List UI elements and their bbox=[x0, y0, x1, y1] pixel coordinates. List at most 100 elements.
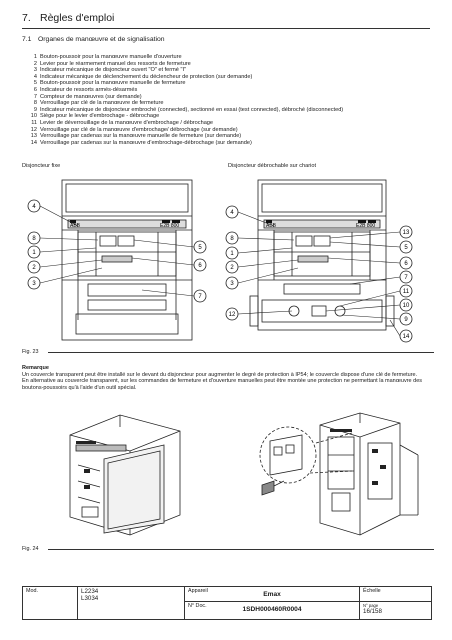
callout-3 bbox=[27, 276, 41, 290]
svg-text:4: 4 bbox=[230, 210, 234, 216]
svg-text:6: 6 bbox=[198, 263, 202, 269]
section-number: 7. bbox=[22, 12, 31, 24]
page-label: N° page bbox=[363, 603, 379, 609]
callout-5 bbox=[399, 240, 413, 254]
svg-text:5: 5 bbox=[404, 245, 408, 251]
svg-text:9: 9 bbox=[404, 317, 408, 323]
callout-4 bbox=[27, 199, 41, 213]
page-value: 16/158 bbox=[363, 608, 382, 616]
svg-text:10: 10 bbox=[403, 303, 410, 309]
mod-label-cell: Mod. bbox=[22, 586, 78, 620]
svg-text:1: 1 bbox=[32, 250, 36, 256]
remark-heading: Remarque bbox=[22, 365, 49, 371]
transparent-cover-drawing bbox=[69, 414, 181, 536]
callout-3 bbox=[225, 276, 239, 290]
callout-10 bbox=[399, 298, 413, 312]
svg-text:7: 7 bbox=[404, 275, 408, 281]
ndoc-label: N° Doc. bbox=[188, 603, 207, 610]
section-title: Règles d'emploi bbox=[40, 12, 115, 24]
callout-6 bbox=[193, 258, 207, 272]
mod-values-cell: L2234 L3034 bbox=[77, 586, 185, 620]
panel-model-label: E2B 800 bbox=[356, 223, 375, 229]
title-block-table: Mod. L2234 L3034 Appareil Emax Échelle N… bbox=[22, 585, 432, 620]
appareil-cell: Appareil Emax bbox=[184, 585, 360, 603]
callout-2 bbox=[225, 260, 239, 274]
section-heading: 7. Règles d'emploi bbox=[22, 12, 114, 24]
echelle-cell: Échelle bbox=[359, 585, 432, 603]
title-rule bbox=[22, 28, 430, 29]
svg-text:6: 6 bbox=[404, 261, 408, 267]
panel-brand-label: ABB bbox=[70, 223, 81, 229]
page-cell: N° page 16/158 bbox=[359, 601, 432, 620]
svg-text:2: 2 bbox=[230, 265, 234, 271]
subsection-heading: 7.1 Organes de manœuvre et de signalisati… bbox=[22, 36, 165, 43]
svg-text:8: 8 bbox=[230, 236, 234, 242]
panel-brand-label: ABB bbox=[266, 223, 277, 229]
svg-text:1: 1 bbox=[230, 251, 234, 257]
subsection-title: Organes de manœuvre et de signalisation bbox=[38, 36, 165, 43]
callout-12 bbox=[225, 307, 239, 321]
fig24-rule bbox=[48, 549, 434, 550]
fig23-label: Fig. 23 bbox=[22, 349, 39, 355]
callout-1 bbox=[225, 246, 239, 260]
callout-9 bbox=[399, 312, 413, 326]
withdrawable-breaker-caption: Disjoncteur débrochable sur chariot bbox=[228, 163, 316, 169]
svg-text:3: 3 bbox=[32, 281, 36, 287]
callout-6 bbox=[399, 256, 413, 270]
svg-text:13: 13 bbox=[403, 230, 410, 236]
svg-text:8: 8 bbox=[32, 236, 36, 242]
withdrawable-breaker-drawing: ABB E2B 800 4 8 1 2 bbox=[225, 179, 413, 343]
subsection-number: 7.1 bbox=[22, 36, 32, 43]
mod-value-2: L3034 bbox=[81, 595, 99, 602]
appareil-label: Appareil bbox=[188, 588, 208, 594]
protection-tool-drawing bbox=[259, 412, 419, 536]
svg-text:11: 11 bbox=[403, 289, 410, 295]
callout-4 bbox=[225, 205, 239, 219]
mod-value-1: L2234 bbox=[81, 588, 99, 595]
callout-11 bbox=[399, 284, 413, 298]
svg-text:7: 7 bbox=[198, 294, 202, 300]
svg-text:2: 2 bbox=[32, 265, 36, 271]
panel-model-label: E2B 800 bbox=[160, 223, 179, 229]
svg-text:3: 3 bbox=[230, 281, 234, 287]
title-block: Mod. L2234 L3034 Appareil Emax Échelle N… bbox=[22, 585, 432, 620]
remark-paragraph-1: Un couvercle transparent peut être insta… bbox=[22, 371, 418, 378]
callout-7 bbox=[399, 270, 413, 284]
svg-text:5: 5 bbox=[198, 245, 202, 251]
ndoc-cell: N° Doc. 1SDH000460R0004 bbox=[184, 601, 360, 620]
fig23-rule bbox=[48, 352, 434, 353]
callout-8 bbox=[27, 231, 41, 245]
callout-13 bbox=[399, 225, 413, 239]
callout-5 bbox=[193, 240, 207, 254]
svg-text:14: 14 bbox=[403, 334, 410, 340]
ndoc-value: 1SDH000460R0004 bbox=[242, 606, 302, 614]
callout-1 bbox=[27, 245, 41, 259]
fig24-label: Fig. 24 bbox=[22, 546, 39, 552]
svg-text:12: 12 bbox=[229, 312, 236, 318]
callout-8 bbox=[225, 231, 239, 245]
fixed-breaker-caption: Disjoncteur fixe bbox=[22, 163, 61, 169]
fixed-breaker-drawing: ABB E2B 800 4 8 1 2 3 5 6 7 bbox=[27, 179, 207, 341]
remark-paragraph-2: En alternative au couvercle transparent,… bbox=[22, 378, 423, 391]
callout-2 bbox=[27, 260, 41, 274]
callout-14 bbox=[399, 329, 413, 343]
remark-block: Remarque Un couvercle transparent peut ê… bbox=[22, 365, 434, 391]
appareil-value: Emax bbox=[263, 591, 281, 598]
callout-7 bbox=[193, 289, 207, 303]
svg-text:4: 4 bbox=[32, 204, 36, 210]
